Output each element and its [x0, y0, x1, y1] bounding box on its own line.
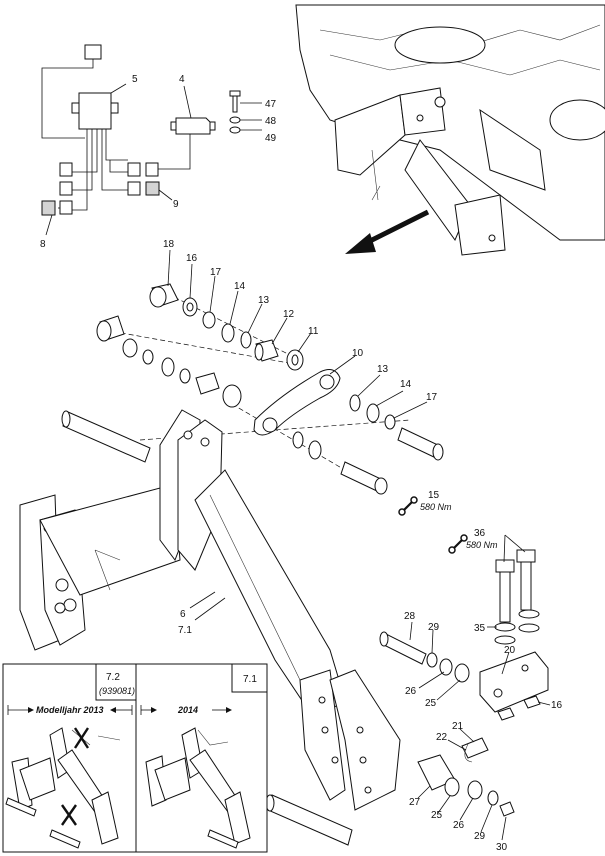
callout-47: 47	[265, 99, 277, 110]
callout-5: 5	[132, 74, 138, 85]
grey-connector-9	[145, 181, 160, 196]
callout-29: 29	[428, 622, 440, 633]
callout-29b: 29	[474, 831, 486, 842]
callout-13b: 13	[377, 364, 389, 375]
callout-9: 9	[173, 199, 179, 210]
callout-4: 4	[179, 74, 185, 85]
callout-30: 30	[496, 842, 508, 853]
torque-15: 580 Nm	[420, 502, 452, 512]
inset-left-ref: 7.2	[106, 672, 120, 683]
tractor-frame-view	[295, 4, 605, 256]
model-year-inset: 7.2 (939081) 7.1 Modelljahr 2013 2014	[2, 663, 268, 853]
callout-labels: 5 4 47 48 49 9 8 18 16 17 14 13 12 11 10…	[40, 74, 563, 853]
callout-17: 17	[210, 267, 222, 278]
upper-joint-exploded	[96, 283, 444, 495]
callout-49: 49	[265, 133, 277, 144]
callout-28: 28	[404, 611, 416, 622]
callout-6: 6	[180, 609, 186, 620]
callout-48: 48	[265, 116, 277, 127]
direction-arrow-icon	[345, 209, 430, 254]
grey-connector-8	[41, 200, 56, 216]
callout-22: 22	[436, 732, 448, 743]
leader-lines	[167, 249, 551, 841]
module-4	[175, 117, 211, 135]
wiring-harness	[41, 44, 262, 236]
callout-21: 21	[452, 721, 464, 732]
callout-20: 20	[504, 645, 516, 656]
callout-18: 18	[163, 239, 175, 250]
wrench-icon	[448, 534, 468, 554]
callout-25: 25	[425, 698, 437, 709]
callout-8: 8	[40, 239, 46, 250]
callout-11: 11	[308, 326, 319, 337]
control-unit-5	[78, 92, 112, 130]
callout-26: 26	[405, 686, 417, 697]
callout-35: 35	[474, 623, 486, 634]
lower-right-exploded	[379, 549, 549, 817]
inset-left-sub: (939081)	[99, 686, 135, 696]
callout-26b: 26	[453, 820, 465, 831]
drawbar-frame	[19, 409, 401, 846]
inset-right-ref: 7.1	[243, 674, 257, 685]
inset-right-caption: 2014	[177, 705, 198, 715]
wrench-icon	[398, 496, 418, 516]
callout-14b: 14	[400, 379, 412, 390]
callout-7-1: 7.1	[178, 625, 192, 636]
callout-25b: 25	[431, 810, 443, 821]
callout-10: 10	[352, 348, 364, 359]
callout-16: 16	[186, 253, 198, 264]
torque-36: 580 Nm	[466, 540, 498, 550]
callout-17b: 17	[426, 392, 438, 403]
callout-12: 12	[283, 309, 295, 320]
connector-box	[84, 44, 102, 60]
callout-36: 36	[474, 528, 486, 539]
callout-27: 27	[409, 797, 421, 808]
inset-left-caption: Modelljahr 2013	[36, 705, 104, 715]
callout-14: 14	[234, 281, 246, 292]
callout-16b: 16	[551, 700, 563, 711]
callout-13: 13	[258, 295, 270, 306]
callout-15: 15	[428, 490, 440, 501]
